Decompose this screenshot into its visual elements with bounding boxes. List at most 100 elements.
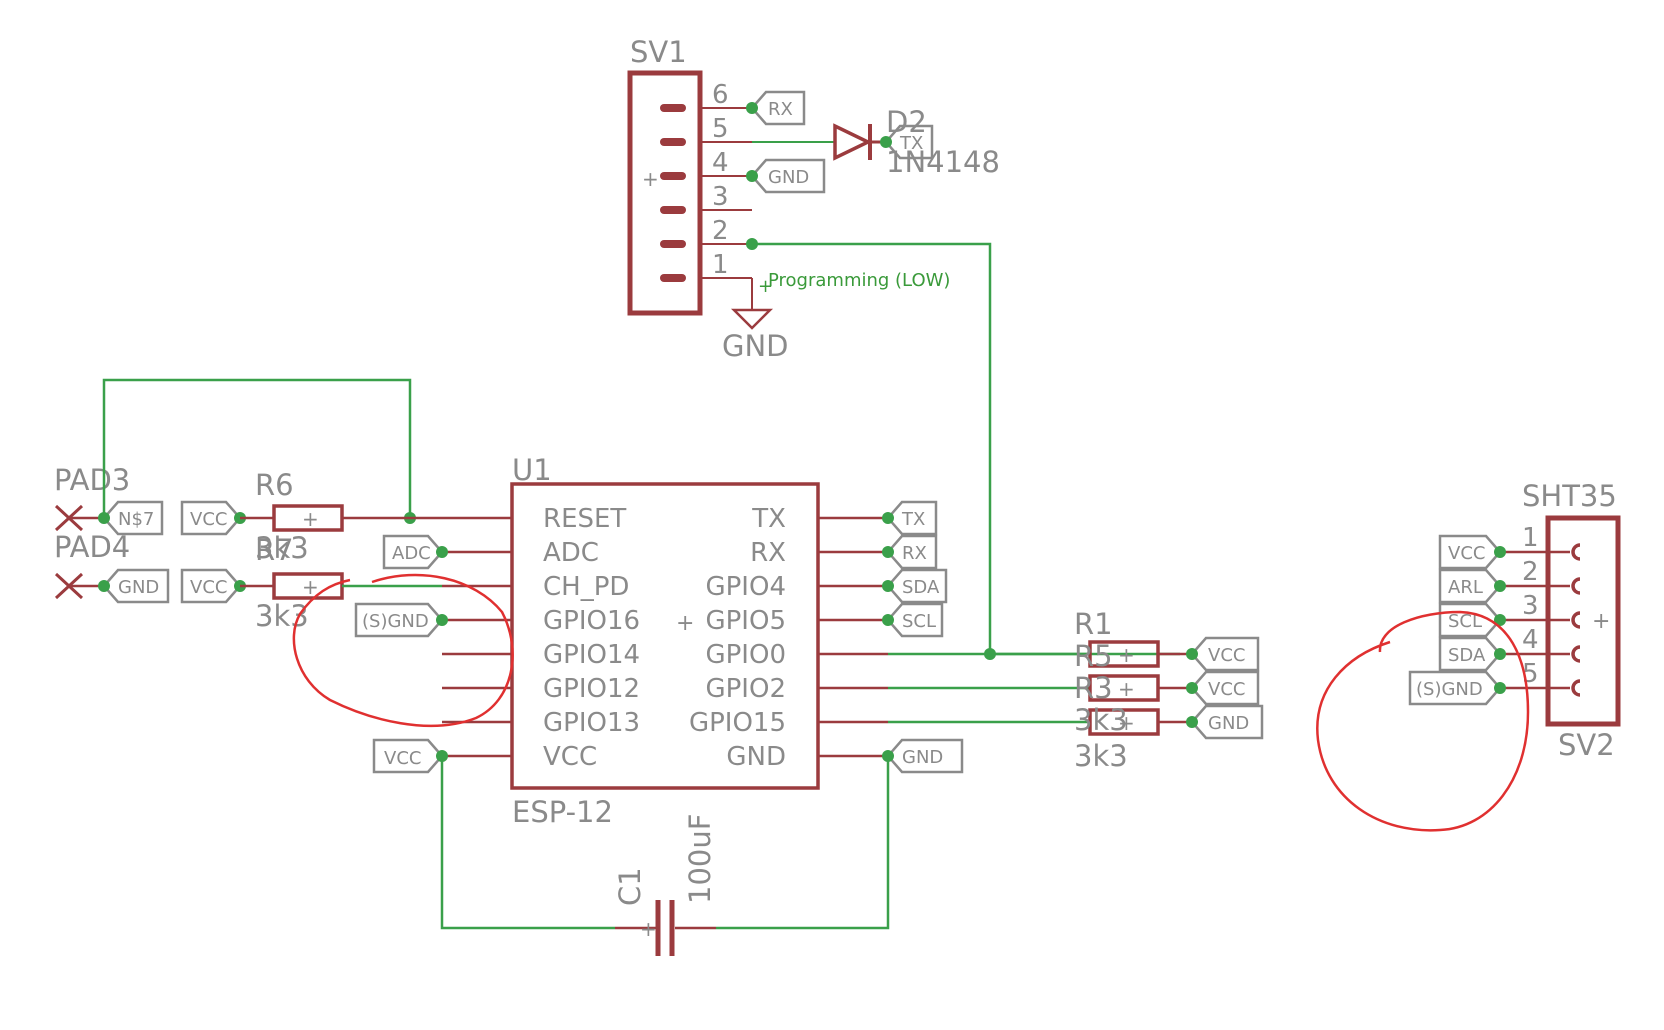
sv1-pin-stubs <box>660 104 686 282</box>
svg-text:TX: TX <box>901 509 925 530</box>
c1-capacitor[interactable]: + C1 100uF <box>613 814 717 956</box>
u1-vcc-net-label[interactable]: VCC <box>372 738 444 774</box>
svg-text:GND: GND <box>118 577 159 598</box>
svg-text:SDA: SDA <box>902 577 940 598</box>
right-resistors[interactable]: + + + R1 R5 R3 3k3 3k3 <box>1074 607 1192 773</box>
u1-name: U1 <box>512 453 552 487</box>
u1-gnd-net-label[interactable]: GND <box>886 738 964 774</box>
svg-text:+: + <box>758 276 773 297</box>
r1-value: 3k3 <box>1074 739 1128 773</box>
u1-pin-gpio14: GPIO14 <box>543 640 640 670</box>
r5-value: 3k3 <box>1074 703 1128 737</box>
sv1-tx-net-label[interactable]: TX <box>884 124 934 160</box>
c1-name: C1 <box>613 867 647 906</box>
pad4-net-label[interactable]: GND <box>102 568 170 604</box>
u1-pin-gpio0: GPIO0 <box>705 640 786 670</box>
r5-vcc-net-label[interactable]: VCC <box>1190 670 1260 706</box>
svg-text:N$7: N$7 <box>118 509 154 530</box>
u1-pin-gnd: GND <box>726 742 786 772</box>
sht35-sda-net-label[interactable]: SDA <box>1438 636 1502 672</box>
u1-pin-gpio15: GPIO15 <box>689 708 786 738</box>
r1-name: R1 <box>1074 607 1113 641</box>
svg-text:+: + <box>676 611 694 636</box>
pad4[interactable]: PAD4 <box>54 530 130 600</box>
r6-name: R6 <box>255 468 294 502</box>
u1-tx-net-label[interactable]: TX <box>886 500 938 536</box>
sv1-name: SV1 <box>630 35 687 69</box>
r1-vcc-net-label[interactable]: VCC <box>1190 636 1260 672</box>
svg-text:SCL: SCL <box>1448 611 1482 632</box>
annotation-circle-u1 <box>292 573 514 728</box>
sv1-pin-3: 3 <box>712 182 729 212</box>
gnd-symbol: GND <box>722 308 789 363</box>
sv2-pin-4: 4 <box>1522 625 1539 655</box>
svg-text:GND: GND <box>768 167 809 188</box>
svg-text:(S)GND: (S)GND <box>362 611 429 632</box>
svg-text:VCC: VCC <box>190 577 227 598</box>
annotation-circle-sht35 <box>1316 610 1530 832</box>
r3-name: R3 <box>1074 671 1113 705</box>
svg-text:RX: RX <box>768 99 793 120</box>
svg-text:VCC: VCC <box>1208 645 1245 666</box>
d2-value: 1N4148 <box>886 145 1000 179</box>
svg-text:VCC: VCC <box>190 509 227 530</box>
svg-text:+: + <box>1118 711 1135 735</box>
pad3-net-label[interactable]: N$7 <box>102 500 164 536</box>
pad4-name: PAD4 <box>54 530 130 564</box>
sht35-arl-net-label[interactable]: ARL <box>1438 568 1502 604</box>
pad3[interactable]: PAD3 <box>54 463 130 532</box>
r7-value: 3k3 <box>255 599 309 633</box>
u1-pin-adc: ADC <box>543 538 599 568</box>
sv1-gnd-net-label[interactable]: GND <box>750 158 826 194</box>
svg-text:ARL: ARL <box>1448 577 1483 598</box>
svg-text:ADC: ADC <box>392 543 431 564</box>
sv1-pin-2: 2 <box>712 216 729 246</box>
sv2-pin-3: 3 <box>1522 591 1539 621</box>
svg-text:SCL: SCL <box>902 611 936 632</box>
r5-name: R5 <box>1074 639 1113 673</box>
r7-vcc-label[interactable]: VCC <box>180 568 242 604</box>
u1-pin-rx: RX <box>750 538 786 568</box>
sv1-connector[interactable]: SV1 + 6 5 4 3 2 1 <box>627 35 752 316</box>
sv2-pin-1: 1 <box>1522 523 1539 553</box>
sv1-pin-5: 5 <box>712 114 729 144</box>
u1-sda-net-label[interactable]: SDA <box>886 568 948 604</box>
r6-vcc-label[interactable]: VCC <box>180 500 242 536</box>
sv2-pin-2: 2 <box>1522 557 1539 587</box>
u1-esp12[interactable]: U1 ESP-12 + RESET ADC CH_PD GPIO16 GPIO1… <box>442 453 888 829</box>
svg-text:+: + <box>1592 609 1610 634</box>
r6-resistor[interactable]: + R6 3k3 <box>240 468 442 565</box>
svg-text:(S)GND: (S)GND <box>1416 679 1483 700</box>
programming-note: Programming (LOW) <box>768 270 950 291</box>
sht35-sgnd-net-label[interactable]: (S)GND <box>1408 670 1502 706</box>
c1-value: 100uF <box>683 814 717 904</box>
svg-text:VCC: VCC <box>1208 679 1245 700</box>
u1-rx-net-label[interactable]: RX <box>886 534 938 570</box>
svg-text:+: + <box>1118 643 1135 667</box>
sht35-connector[interactable]: SHT35 SV2 + 1 2 3 4 5 <box>1500 479 1621 762</box>
svg-text:VCC: VCC <box>1448 543 1485 564</box>
sv1-rx-net-label[interactable]: RX <box>750 90 806 126</box>
u1-pin-vcc: VCC <box>543 742 597 772</box>
r6-value: 3k3 <box>255 531 309 565</box>
u1-body <box>510 482 820 790</box>
r7-name: R7 <box>255 533 294 567</box>
sv1-pin-4: 4 <box>712 148 729 178</box>
r3-gnd-net-label[interactable]: GND <box>1190 704 1264 740</box>
sht35-vcc-net-label[interactable]: VCC <box>1438 534 1502 570</box>
u1-pin-gpio12: GPIO12 <box>543 674 640 704</box>
pad3-name: PAD3 <box>54 463 130 497</box>
svg-text:GND: GND <box>902 747 943 768</box>
u1-pin-gpio5: GPIO5 <box>705 606 786 636</box>
u1-pin-gpio2: GPIO2 <box>705 674 786 704</box>
sgnd-net-label[interactable]: (S)GND <box>354 602 444 638</box>
svg-text:TX: TX <box>899 133 923 154</box>
wire-programming <box>752 242 1180 656</box>
svg-text:SDA: SDA <box>1448 645 1486 666</box>
sv1-body <box>627 70 703 316</box>
u1-pin-gpio13: GPIO13 <box>543 708 640 738</box>
sv1-pin-6: 6 <box>712 80 729 110</box>
adc-net-label[interactable]: ADC <box>382 534 444 570</box>
u1-scl-net-label[interactable]: SCL <box>886 602 944 638</box>
